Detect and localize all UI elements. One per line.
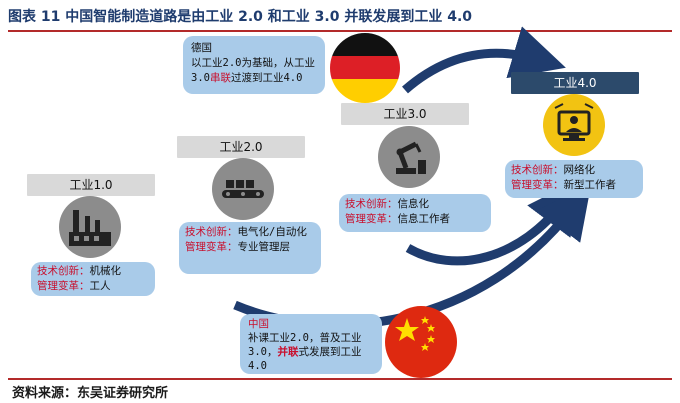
germany-path-arrow (402, 26, 566, 94)
source-divider (8, 378, 672, 380)
robot-arm-icon (378, 126, 440, 188)
title-divider (8, 30, 672, 32)
conveyor-icon (212, 158, 274, 220)
china-text: 补课工业2.0，普及工业3.0，并联式发展到工业4.0 (248, 332, 362, 372)
factory-icon (59, 196, 121, 258)
stage-1-box: 技术创新：机械化 管理变革：工人 (31, 262, 155, 296)
stage-3-box: 技术创新：信息化 管理变革：信息工作者 (339, 194, 491, 232)
smart-worker-icon (543, 94, 605, 156)
germany-text: 以工业2.0为基础，从工业3.0串联过渡到工业4.0 (191, 57, 315, 84)
germany-name: 德国 (191, 42, 212, 54)
stage-label-industry-3: 工业3.0 (341, 103, 469, 125)
china-box: 中国 补课工业2.0，普及工业3.0，并联式发展到工业4.0 (240, 314, 382, 374)
stage-label-industry-2: 工业2.0 (177, 136, 305, 158)
stage-4-box: 技术创新：网络化 管理变革：新型工作者 (505, 160, 643, 198)
stage-2-box: 技术创新：电气化/自动化 管理变革：专业管理层 (179, 222, 321, 274)
china-flag-icon (385, 306, 457, 378)
figure-title: 图表 11 中国智能制造道路是由工业 2.0 和工业 3.0 并联发展到工业 4… (8, 9, 473, 25)
source-note: 资料来源：东吴证券研究所 (12, 386, 169, 401)
germany-flag-icon (330, 33, 400, 103)
stage-label-industry-1: 工业1.0 (27, 174, 155, 196)
stage-label-industry-4: 工业4.0 (511, 72, 639, 94)
germany-box: 德国 以工业2.0为基础，从工业3.0串联过渡到工业4.0 (183, 36, 325, 94)
china-name: 中国 (248, 318, 269, 330)
